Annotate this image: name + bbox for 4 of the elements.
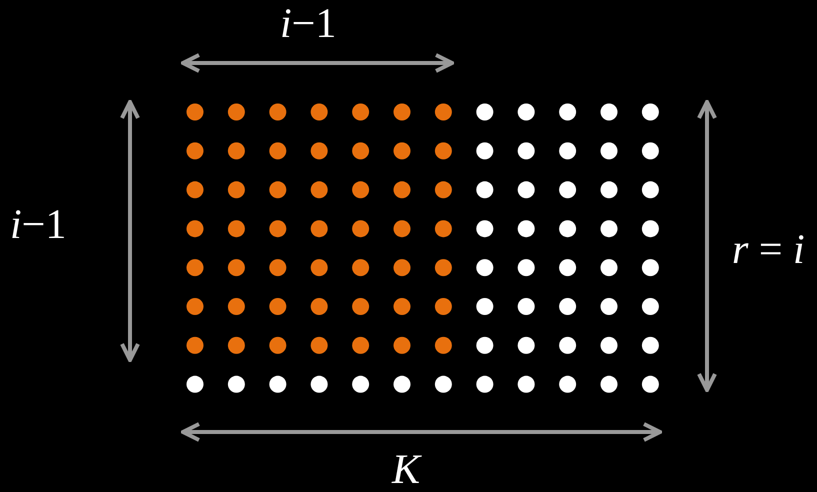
dimension-label: i−1 <box>280 2 336 46</box>
dimension-label: r = i <box>732 228 805 272</box>
dimension-label: K <box>392 448 420 492</box>
dimension-label: i−1 <box>10 203 66 247</box>
